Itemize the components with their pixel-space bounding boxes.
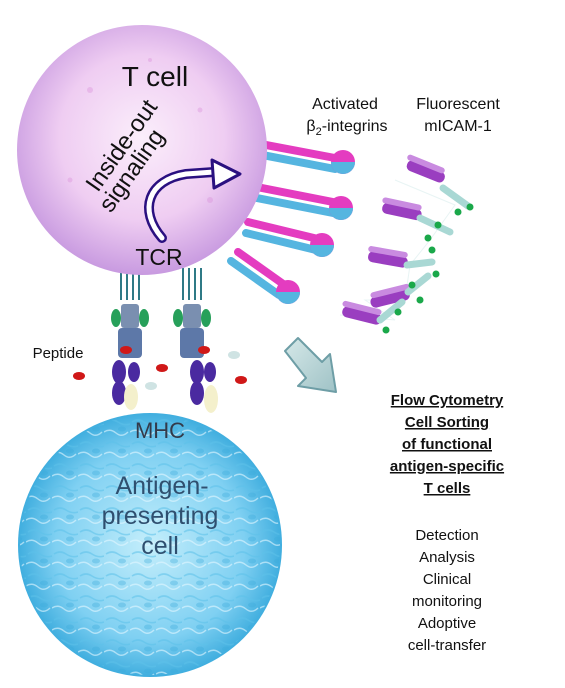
peptide-free-pale — [228, 351, 240, 359]
peptide-free — [73, 372, 85, 380]
micam-label: mICAM-1 — [424, 118, 492, 135]
application-item: Detection — [415, 527, 478, 544]
apc-label-1: Antigen- — [115, 472, 208, 500]
peptide-bound-left — [120, 346, 132, 354]
mhc-molecule-right — [190, 360, 218, 413]
integrin-2 — [248, 182, 353, 220]
apc-label-2: presenting — [102, 502, 219, 530]
mhc-label: MHC — [135, 418, 185, 443]
peptide-label: Peptide — [33, 345, 84, 362]
application-item: Adoptive — [418, 615, 476, 632]
t-cell-texture — [67, 58, 213, 203]
peptide-free-pale — [145, 382, 157, 390]
fluorescent-label: Fluorescent — [416, 96, 500, 113]
result-title-line: Flow Cytometry — [391, 392, 504, 409]
result-title-line: antigen-specific — [390, 458, 504, 475]
application-item: Analysis — [419, 549, 475, 566]
tcr-label: TCR — [135, 244, 182, 270]
application-item: monitoring — [412, 593, 482, 610]
tcr-complex-left — [111, 268, 149, 358]
signaling-arrow-icon — [144, 158, 242, 243]
result-title-line: of functional — [402, 436, 492, 453]
application-item: cell-transfer — [408, 637, 486, 654]
mhc-molecule-left — [112, 360, 140, 410]
peptide-free — [235, 376, 247, 384]
integrin-4 — [227, 248, 300, 304]
peptide-bound-right — [198, 346, 210, 354]
application-item: Clinical — [423, 571, 471, 588]
icam-multimer — [339, 154, 474, 334]
activated-label: Activated — [312, 96, 378, 113]
tcr-complex-right — [173, 268, 211, 358]
result-arrow-icon — [284, 337, 337, 393]
t-cell-label: T cell — [122, 61, 188, 92]
result-title-line: T cells — [424, 480, 471, 497]
icam-unit — [382, 197, 454, 242]
peptides — [73, 346, 247, 390]
integrins-label: β2-integrins — [306, 118, 387, 138]
peptide-free — [156, 364, 168, 372]
integrin-3 — [242, 218, 334, 257]
result-title-line: Cell Sorting — [405, 414, 489, 431]
apc-texture — [20, 415, 280, 675]
icam-unit — [342, 298, 406, 334]
icam-unit — [370, 272, 432, 308]
t-cell — [17, 25, 267, 275]
icam-unit — [368, 246, 440, 278]
apc-label-3: cell — [141, 532, 179, 560]
icam-unit — [406, 154, 474, 216]
